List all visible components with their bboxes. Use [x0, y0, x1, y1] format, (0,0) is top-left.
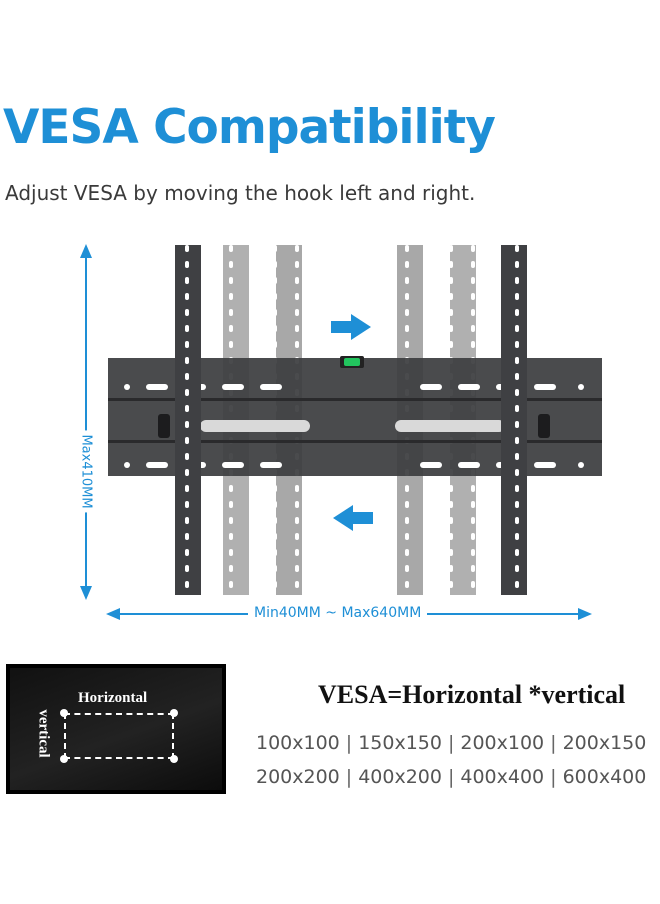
vesa-hole-dot: [60, 755, 68, 763]
vesa-size: 400x400: [460, 766, 545, 788]
mounting-arms: [175, 245, 527, 595]
mount-diagram: [80, 244, 602, 620]
bubble-level: [340, 356, 364, 368]
vesa-size: 200x100: [460, 732, 545, 754]
page-subtitle: Adjust VESA by moving the hook left and …: [5, 181, 476, 205]
vesa-formula: VESA=Horizontal *vertical: [318, 680, 626, 709]
page-title: VESA Compatibility: [3, 100, 496, 155]
vesa-size: 400x200: [358, 766, 442, 788]
vesa-sizes-row: 100x100|150x150|200x100|200x150: [256, 732, 647, 754]
arrow-right-icon: [331, 314, 371, 340]
vesa-size: 200x200: [256, 766, 340, 788]
vesa-size: 600x400: [562, 766, 647, 788]
max-height-label: Max410MM: [76, 416, 96, 526]
width-range-label: Min40MM ~ Max640MM: [248, 605, 428, 621]
vesa-size: 100x100: [256, 732, 340, 754]
vertical-dimension: [80, 244, 92, 600]
arrow-left-icon: [333, 505, 373, 531]
vesa-pattern-outline: [64, 713, 174, 759]
vesa-sizes-row: 200x200|400x200|400x400|600x400: [256, 766, 647, 788]
vesa-hole-dot: [60, 709, 68, 717]
tv-vertical-label: vertical: [35, 708, 52, 758]
tv-horizontal-label: Horizontal: [78, 690, 148, 706]
vesa-size: 150x150: [358, 732, 442, 754]
vesa-hole-dot: [170, 755, 178, 763]
vesa-size: 200x150: [562, 732, 647, 754]
tv-illustration: [6, 664, 226, 794]
vesa-hole-dot: [170, 709, 178, 717]
